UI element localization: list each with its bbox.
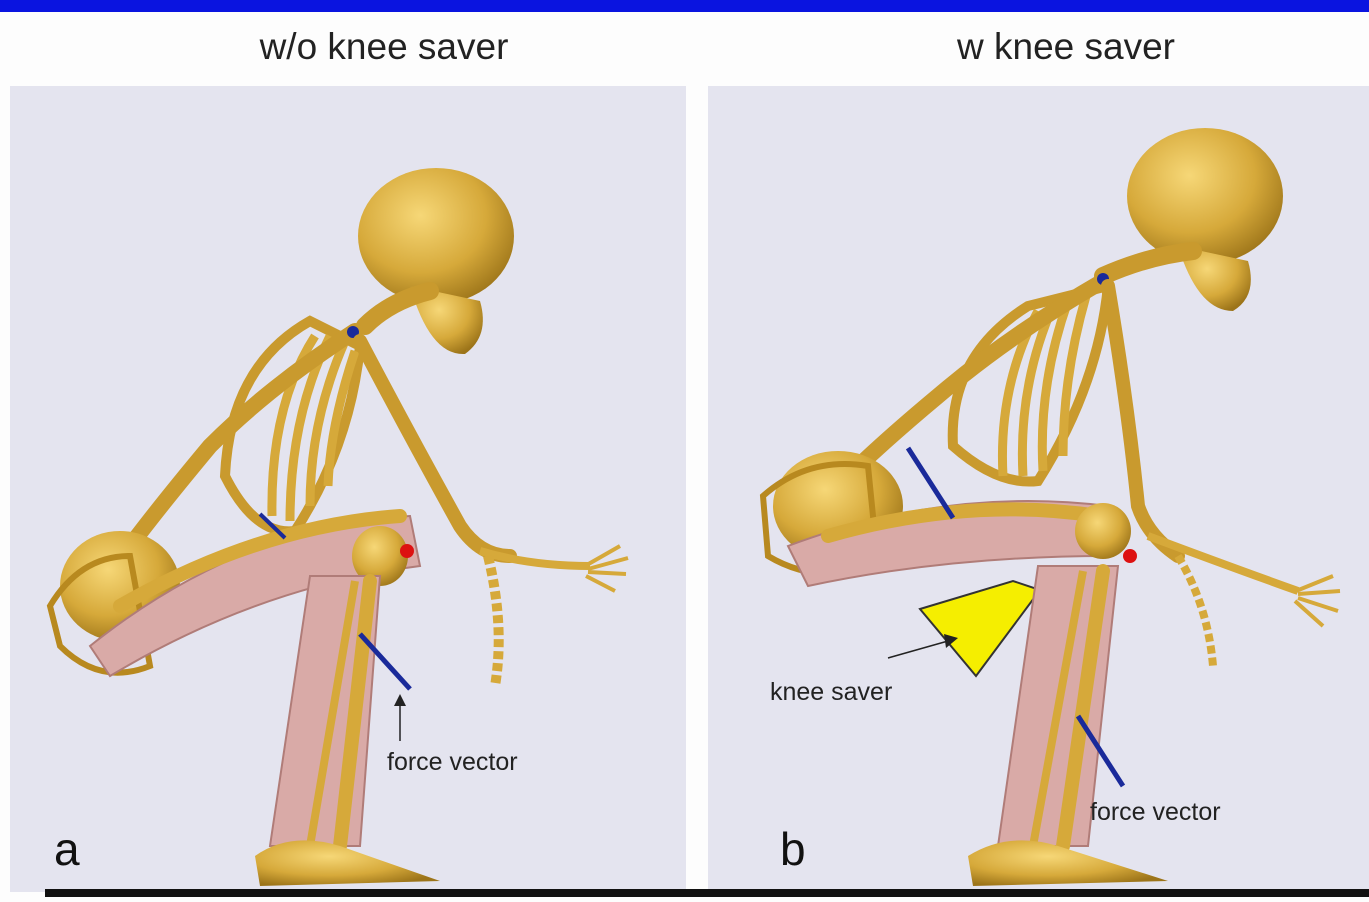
skeleton-illustration-b	[708, 86, 1369, 892]
panel-a-title: w/o knee saver	[84, 26, 684, 68]
knee	[1075, 503, 1131, 559]
hand	[1295, 576, 1340, 626]
skeleton-illustration-a	[10, 86, 686, 892]
knee-saver-device	[920, 581, 1040, 676]
skull	[1127, 128, 1283, 264]
panel-b: knee saver force vector b	[708, 86, 1369, 892]
skull	[358, 168, 514, 304]
spine	[130, 331, 355, 546]
ground-line	[45, 889, 1369, 897]
panel-letter-b: b	[780, 822, 806, 876]
panel-letter-a: a	[54, 822, 80, 876]
knee-marker	[1123, 549, 1137, 563]
hand	[585, 546, 628, 591]
knee-saver-label: knee saver	[770, 678, 892, 707]
panel-a: force vector a	[10, 86, 686, 892]
panel-b-title: w knee saver	[766, 26, 1366, 68]
header-bar	[0, 0, 1369, 12]
knee-saver-pointer	[888, 641, 948, 658]
knee-marker	[400, 544, 414, 558]
force-vector-label-b: force vector	[1090, 798, 1221, 827]
foot	[255, 840, 440, 886]
force-vector-label-a: force vector	[387, 748, 518, 777]
